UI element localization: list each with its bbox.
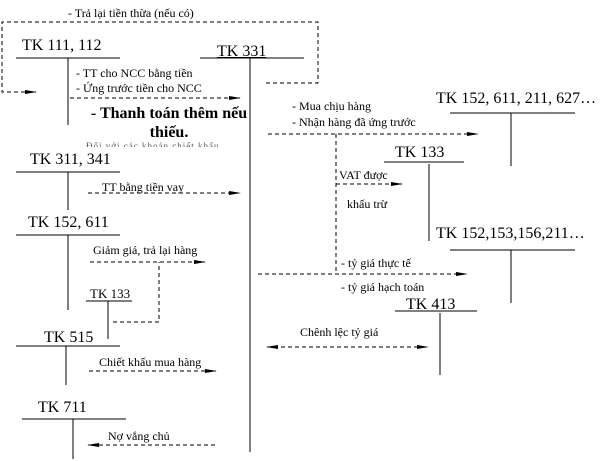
- account-tk152c: TK 152,153,156,211…: [436, 225, 585, 242]
- t-account-111: [16, 57, 120, 125]
- label-pay-extra-line1: - Thanh toán thêm nếu: [90, 105, 248, 122]
- t-account-413: [395, 310, 477, 375]
- account-tk133b: TK 133: [395, 144, 445, 161]
- account-tk331: TK 331: [217, 43, 267, 60]
- account-tk515: TK 515: [44, 329, 94, 346]
- account-tk111: TK 111, 112: [22, 37, 102, 54]
- label-vat-1: VAT được: [339, 168, 388, 182]
- label-fx-diff: Chênh lệc tỷ giá: [300, 325, 379, 339]
- t-account-152b: [450, 112, 575, 166]
- label-pay-cash: - TT cho NCC bằng tiền: [76, 66, 193, 80]
- t-account-711: [22, 418, 126, 459]
- label-rate-book: - tỷ giá hạch toán: [341, 280, 425, 294]
- label-pay-extra-line2: thiếu.: [149, 124, 189, 141]
- t-account-133a: [86, 300, 132, 339]
- label-pay-extra: - Thanh toán thêm nếu thiếu.: [84, 104, 254, 142]
- account-tk152b: TK 152, 611, 211, 627…: [436, 90, 597, 107]
- label-debt-absent: Nợ vắng chủ: [108, 429, 170, 443]
- account-tk311: TK 311, 341: [30, 151, 111, 168]
- label-refund: - Trả lại tiền thừa (nếu có): [68, 6, 194, 20]
- label-vat-2: khấu trừ: [347, 197, 388, 211]
- t-account-331: [200, 57, 304, 452]
- t-account-152c: [450, 249, 575, 303]
- t-account-515: [16, 345, 120, 385]
- label-purchase-discount: Chiết khấu mua hàng: [99, 355, 202, 369]
- label-receive-advanced: - Nhận hàng đã ứng trước: [292, 115, 416, 129]
- account-tk133a: TK 133: [90, 286, 131, 301]
- t-account-152a: [16, 234, 120, 310]
- label-buy-credit: - Mua chịu hàng: [292, 99, 371, 113]
- label-rate-actual: - tỷ giá thực tế: [341, 256, 411, 270]
- label-hidden-line: Đối với các khoản chiết khấu: [86, 142, 220, 147]
- label-pay-loan: TT bằng tiền vay: [102, 180, 185, 194]
- account-tk413: TK 413: [406, 296, 456, 313]
- account-tk711: TK 711: [38, 399, 87, 416]
- arrow-refund: [1, 21, 319, 94]
- t-account-133b: [384, 161, 464, 241]
- connector-vat-133: [113, 262, 160, 323]
- label-advance: - Ứng trước tiền cho NCC: [76, 81, 202, 95]
- account-tk152a: TK 152, 611: [28, 214, 109, 231]
- label-discount-return: Giảm giá, trả lại hàng: [93, 243, 198, 257]
- t-account-311: [16, 171, 120, 210]
